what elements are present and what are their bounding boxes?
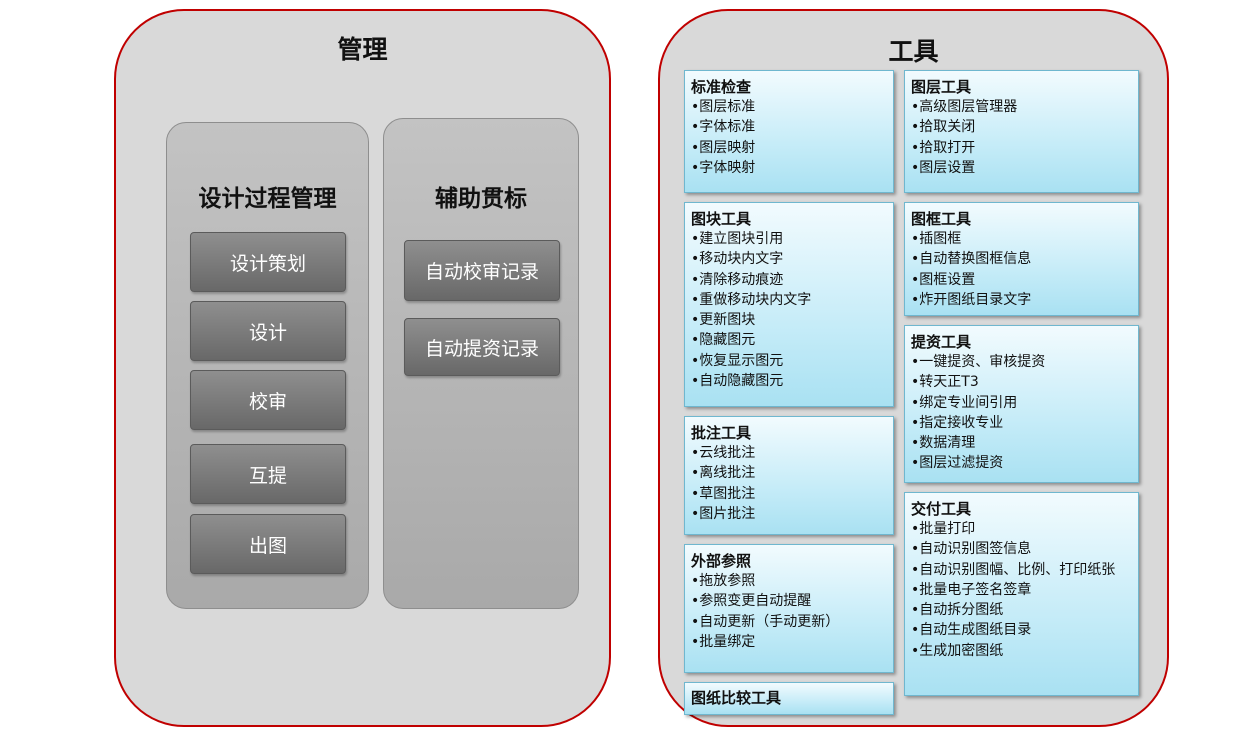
list-item: 生成加密图纸 [911, 641, 1132, 661]
compare-tools-box: 图纸比较工具 [684, 682, 894, 715]
list-item: 自动替换图框信息 [911, 249, 1132, 269]
list-item: 自动识别图幅、比例、打印纸张 [911, 560, 1132, 580]
list-item: 隐藏图元 [691, 330, 887, 350]
list-item: 高级图层管理器 [911, 97, 1132, 117]
list-item: 字体标准 [691, 117, 887, 137]
list-item: 拾取关闭 [911, 117, 1132, 137]
list-item: 批量电子签名签章 [911, 580, 1132, 600]
auto-data-record: 自动提资记录 [404, 318, 560, 376]
list-item: 自动更新（手动更新） [691, 612, 887, 632]
list-item: 建立图块引用 [691, 229, 887, 249]
design-process-title: 设计过程管理 [198, 186, 337, 212]
management-panel: 管理 设计过程管理 设计策划 设计 校审 互提 出图 辅助贯标 自动校审记录 自… [114, 9, 611, 727]
tools-title: 工具 [888, 37, 939, 66]
design-process-group: 设计过程管理 设计策划 设计 校审 互提 出图 [166, 122, 369, 609]
xref-title: 外部参照 [691, 552, 752, 570]
block-tools-title: 图块工具 [691, 210, 752, 228]
management-title: 管理 [337, 35, 388, 64]
annotation-tools-box: 批注工具 云线批注 离线批注 草图批注 图片批注 [684, 416, 894, 535]
list-item: 自动拆分图纸 [911, 600, 1132, 620]
list-item: 一键提资、审核提资 [911, 352, 1132, 372]
list-item: 离线批注 [691, 463, 887, 483]
list-item: 数据清理 [911, 433, 1132, 453]
block-tools-box: 图块工具 建立图块引用 移动块内文字 清除移动痕迹 重做移动块内文字 更新图块 … [684, 202, 894, 407]
list-item: 移动块内文字 [691, 249, 887, 269]
list-item: 批量打印 [911, 519, 1132, 539]
frame-tools-box: 图框工具 插图框 自动替换图框信息 图框设置 炸开图纸目录文字 [904, 202, 1139, 316]
list-item: 转天正T3 [911, 372, 1132, 392]
layer-tools-title: 图层工具 [911, 78, 972, 96]
list-item: 更新图块 [691, 310, 887, 330]
list-item: 批量绑定 [691, 632, 887, 652]
list-item: 草图批注 [691, 484, 887, 504]
frame-tools-title: 图框工具 [911, 210, 972, 228]
list-item: 恢复显示图元 [691, 351, 887, 371]
list-item: 指定接收专业 [911, 413, 1132, 433]
list-item: 自动生成图纸目录 [911, 620, 1132, 640]
step-output-drawings: 出图 [190, 514, 346, 574]
step-review: 校审 [190, 370, 346, 430]
standard-check-title: 标准检查 [691, 78, 752, 96]
delivery-tools-title: 交付工具 [911, 500, 972, 518]
delivery-tools-box: 交付工具 批量打印 自动识别图签信息 自动识别图幅、比例、打印纸张 批量电子签名… [904, 492, 1139, 696]
data-tools-title: 提资工具 [911, 333, 972, 351]
auxiliary-title: 辅助贯标 [435, 186, 527, 212]
standard-check-box: 标准检查 图层标准 字体标准 图层映射 字体映射 [684, 70, 894, 193]
list-item: 图片批注 [691, 504, 887, 524]
list-item: 插图框 [911, 229, 1132, 249]
step-mutual-data: 互提 [190, 444, 346, 504]
list-item: 字体映射 [691, 158, 887, 178]
step-design: 设计 [190, 301, 346, 361]
annotation-tools-title: 批注工具 [691, 424, 752, 442]
list-item: 图层映射 [691, 138, 887, 158]
compare-tools-title: 图纸比较工具 [691, 689, 782, 707]
list-item: 炸开图纸目录文字 [911, 290, 1132, 310]
list-item: 参照变更自动提醒 [691, 591, 887, 611]
list-item: 图层过滤提资 [911, 453, 1132, 473]
list-item: 重做移动块内文字 [691, 290, 887, 310]
xref-box: 外部参照 拖放参照 参照变更自动提醒 自动更新（手动更新） 批量绑定 [684, 544, 894, 673]
step-design-planning: 设计策划 [190, 232, 346, 292]
auto-review-record: 自动校审记录 [404, 240, 560, 301]
list-item: 自动识别图签信息 [911, 539, 1132, 559]
list-item: 拖放参照 [691, 571, 887, 591]
auxiliary-group: 辅助贯标 自动校审记录 自动提资记录 [383, 118, 579, 609]
list-item: 清除移动痕迹 [691, 270, 887, 290]
list-item: 图层设置 [911, 158, 1132, 178]
list-item: 拾取打开 [911, 138, 1132, 158]
list-item: 云线批注 [691, 443, 887, 463]
list-item: 图框设置 [911, 270, 1132, 290]
list-item: 图层标准 [691, 97, 887, 117]
list-item: 绑定专业间引用 [911, 393, 1132, 413]
data-tools-box: 提资工具 一键提资、审核提资 转天正T3 绑定专业间引用 指定接收专业 数据清理… [904, 325, 1139, 483]
list-item: 自动隐藏图元 [691, 371, 887, 391]
layer-tools-box: 图层工具 高级图层管理器 拾取关闭 拾取打开 图层设置 [904, 70, 1139, 193]
